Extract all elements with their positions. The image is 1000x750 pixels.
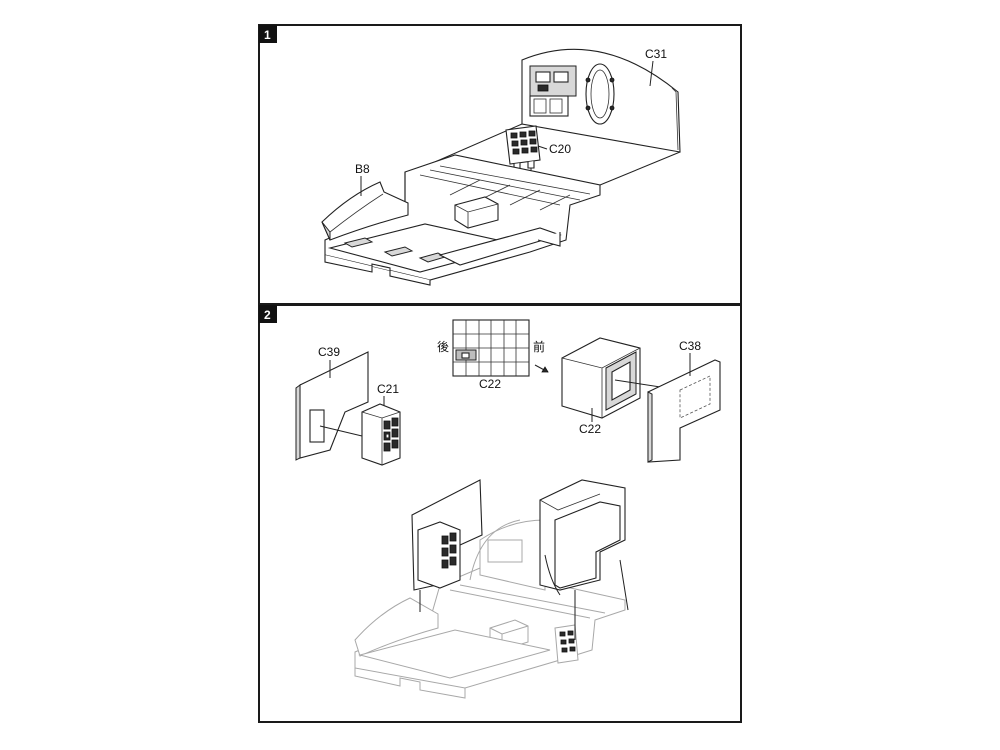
part-b8 bbox=[321, 181, 409, 241]
part-c21 bbox=[361, 403, 401, 466]
label-c20: C20 bbox=[549, 142, 571, 156]
part-c20 bbox=[505, 125, 541, 171]
step-2-badge bbox=[259, 305, 277, 323]
part-c39 bbox=[295, 351, 369, 461]
label-c31: C31 bbox=[645, 47, 667, 61]
step-1-number: 1 bbox=[264, 28, 271, 42]
label-c21: C21 bbox=[377, 382, 399, 396]
assembled-cockpit bbox=[354, 479, 629, 699]
cockpit-floor-step1 bbox=[324, 154, 601, 286]
step-2-number: 2 bbox=[264, 308, 271, 322]
label-c39: C39 bbox=[318, 345, 340, 359]
guide-front-label: 前 bbox=[533, 339, 545, 354]
label-c22-guide: C22 bbox=[479, 377, 501, 391]
step-1-panel: 1 C31 bbox=[258, 24, 742, 305]
step-1-badge bbox=[259, 25, 277, 43]
step-2-frame bbox=[258, 304, 742, 723]
guide-rear-label: 後 bbox=[437, 340, 449, 354]
label-b8: B8 bbox=[355, 162, 370, 176]
c22-grid-guide bbox=[452, 319, 530, 377]
part-c31 bbox=[521, 48, 681, 153]
part-c22 bbox=[561, 337, 641, 419]
label-c22: C22 bbox=[579, 422, 601, 436]
step-2-panel: 2 C39 C21 bbox=[258, 304, 742, 723]
label-c38: C38 bbox=[679, 339, 701, 353]
part-c38 bbox=[647, 359, 721, 463]
